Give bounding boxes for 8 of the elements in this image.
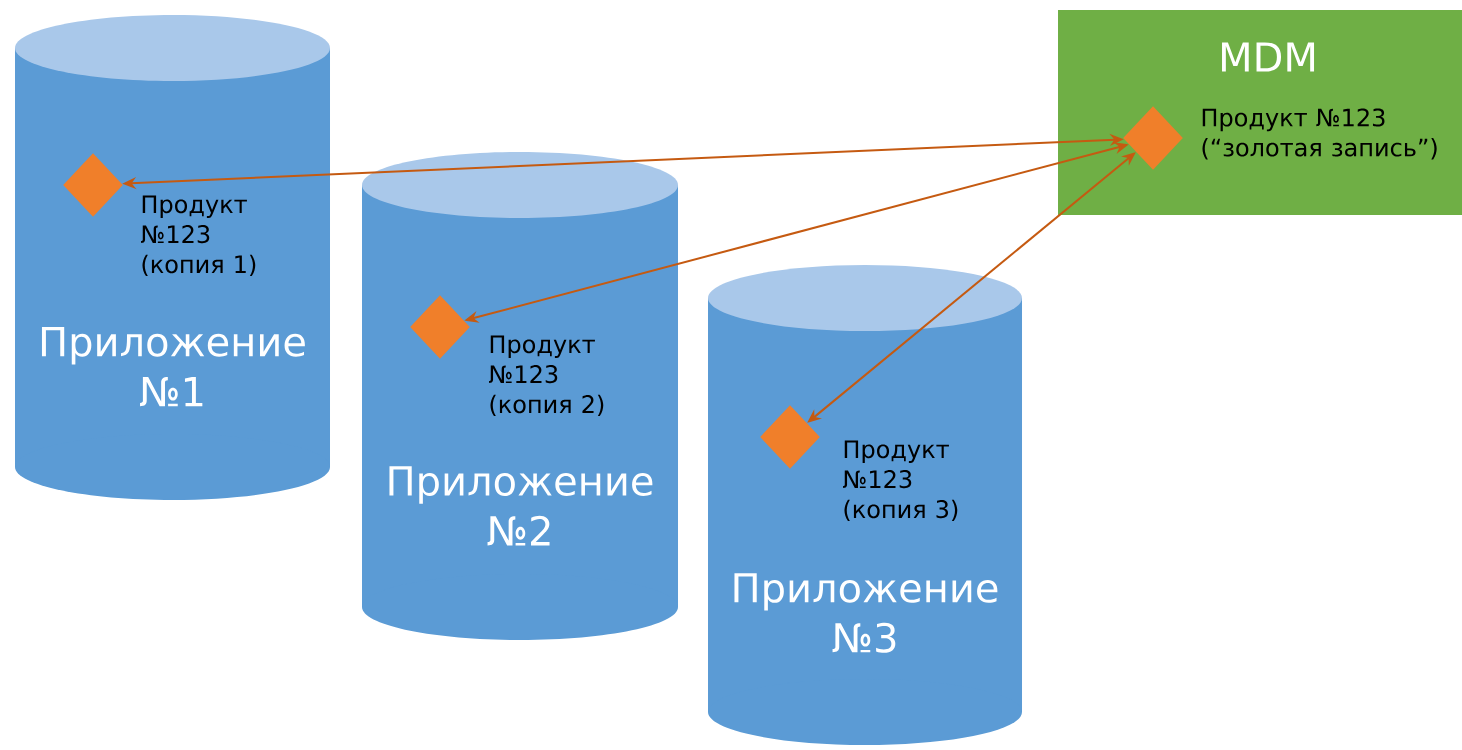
item-caption: Продукт №123 (копия 1): [141, 195, 256, 277]
diamond-marker: [410, 295, 470, 359]
item-caption: Продукт №123 (копия 2): [489, 335, 604, 417]
diamond-marker: [1123, 106, 1183, 170]
diamond-marker: [63, 153, 123, 217]
item-caption: Продукт №123 (копия 3): [843, 440, 958, 522]
diamond-marker: [760, 405, 820, 469]
item-caption: Продукт №123 (“золотая запись”): [1202, 108, 1437, 160]
